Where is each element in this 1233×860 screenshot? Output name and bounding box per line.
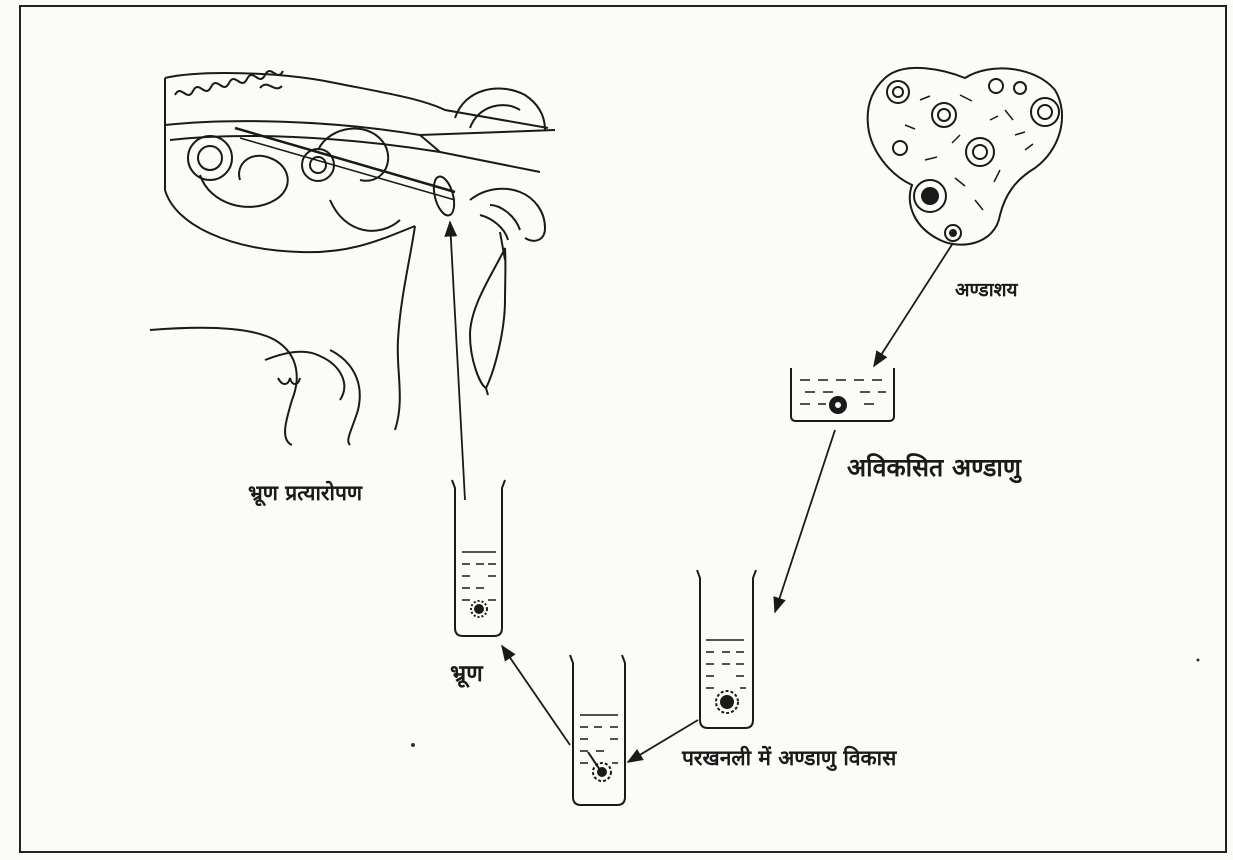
speck [1197,659,1200,662]
speck [411,743,415,747]
arrow-embryo-to-transfer [450,222,465,500]
test-tube-ovum-development [697,570,756,728]
process-arrows [450,222,953,762]
culture-dish [791,368,894,421]
embryo-transfer-illustration [150,71,555,445]
label-embryo: भ्रूण [450,656,483,688]
label-ovum-development: परखनली में अण्डाणु विकास [682,744,896,772]
test-tube-embryo [452,480,505,636]
arrow-ovary-to-dish [874,243,953,366]
arrow-dish-to-tube [775,430,835,612]
ovary-illustration [868,68,1062,245]
label-ovary: अण्डाशय [955,276,1018,302]
label-embryo-transfer: भ्रूण प्रत्यारोपण [248,479,362,507]
test-tube-fertilisation [570,655,625,805]
page-frame [20,6,1226,852]
arrow-fertilisation-to-embryo [502,646,570,745]
label-immature-ovum: अविकसित अण्डाणु [847,450,1021,484]
